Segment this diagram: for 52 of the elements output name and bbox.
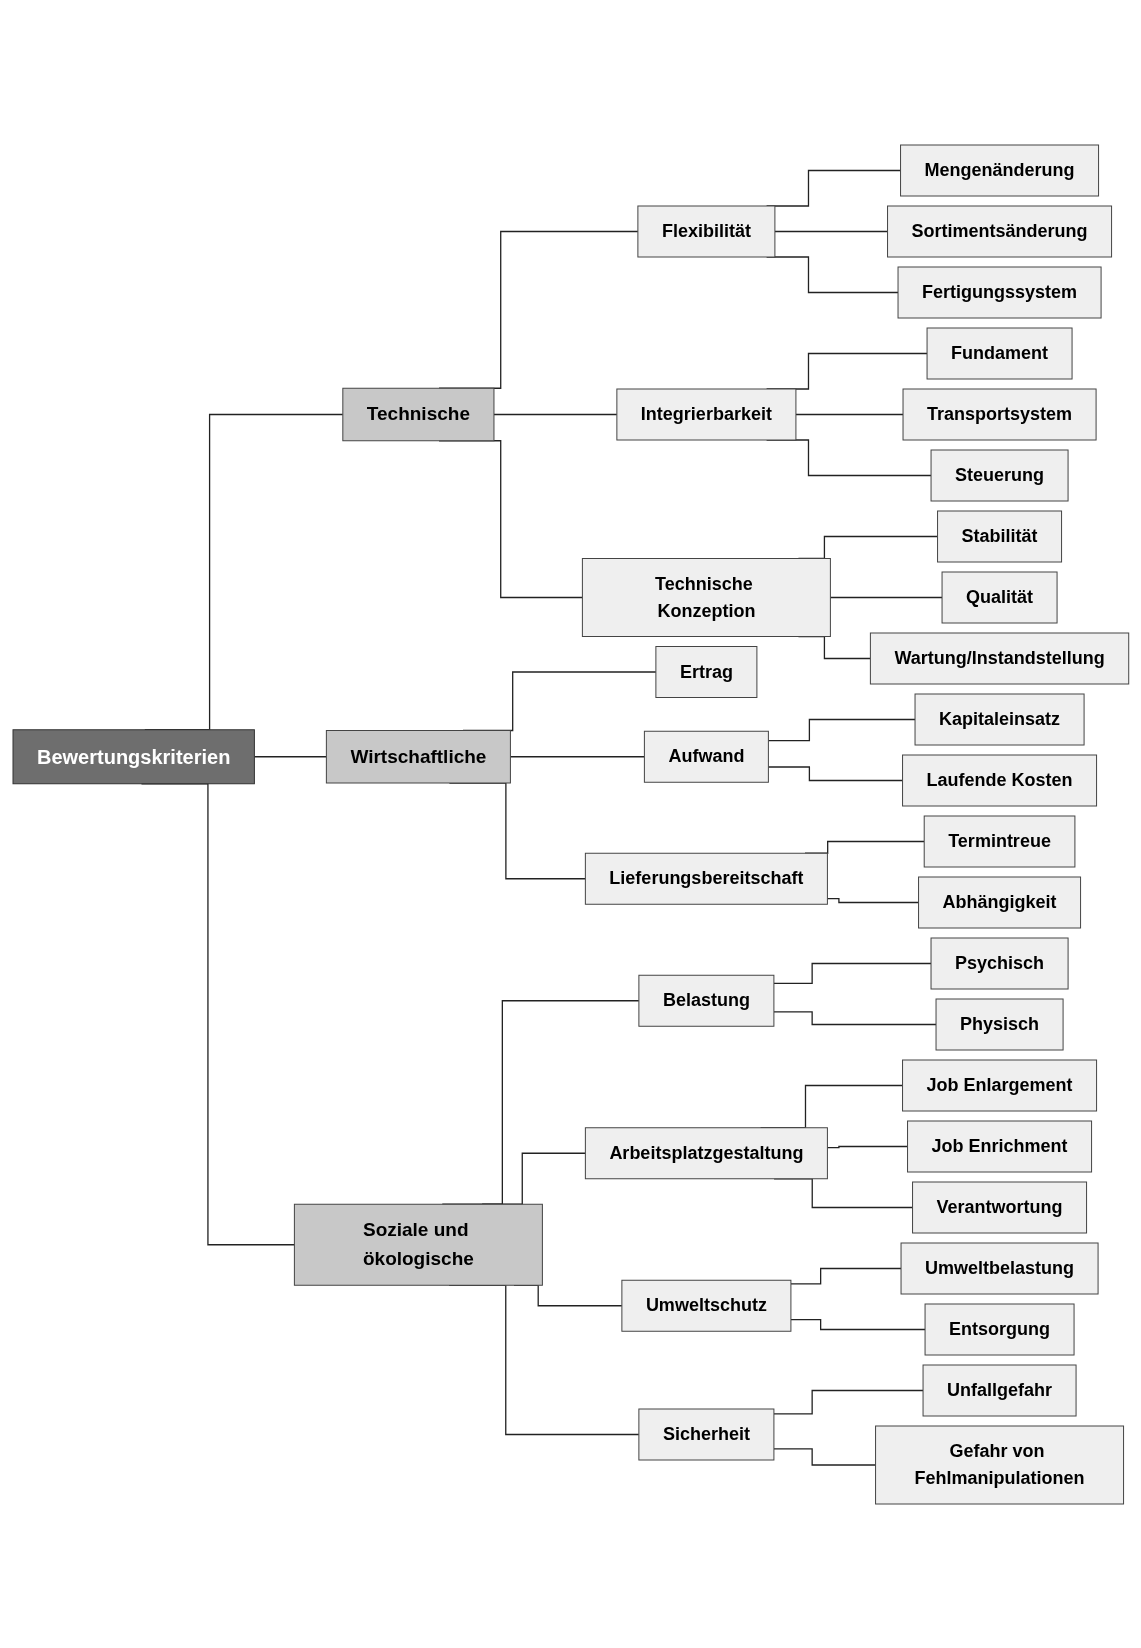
connector	[772, 1447, 876, 1466]
connector	[767, 765, 903, 781]
node-box: Steuerung	[930, 449, 1069, 501]
connector	[492, 413, 618, 415]
node-box: Belastung	[638, 974, 775, 1027]
node-box: Abhängigkeit	[917, 876, 1081, 928]
node-box: Wartung/Instandstellung	[869, 632, 1129, 684]
node-box: Lieferungsbereitschaft	[584, 852, 828, 905]
connector	[773, 230, 888, 232]
node-box: Umweltbelastung	[900, 1242, 1099, 1294]
node-box: Kapitaleinsatz	[914, 693, 1085, 745]
node-box: Termintreue	[923, 815, 1076, 867]
node-box: Entsorgung	[924, 1303, 1075, 1355]
node-box: Ertrag	[655, 645, 758, 698]
connector	[772, 1010, 937, 1025]
connector	[509, 755, 645, 757]
node-box: Physisch	[935, 998, 1064, 1050]
node-box: Fundament	[926, 327, 1073, 379]
node-box: Job Enrichment	[906, 1120, 1092, 1172]
node-box: Psychisch	[930, 937, 1069, 989]
node-box: Gefahr von Fehlmanipulationen	[874, 1425, 1124, 1504]
connector	[772, 962, 932, 984]
connector	[253, 755, 327, 757]
connector	[829, 596, 943, 598]
connector	[826, 897, 919, 903]
node-box: Flexibilität	[637, 205, 776, 257]
node-box: Stabilität	[936, 510, 1062, 562]
node-box: Arbeitsplatzgestaltung	[584, 1126, 828, 1179]
connector	[794, 413, 904, 415]
connector	[767, 718, 916, 741]
node-box: Verantwortung	[911, 1181, 1087, 1233]
node-box: Sicherheit	[638, 1408, 775, 1460]
node-box: Fertigungssystem	[897, 266, 1102, 318]
node-box: Mengenänderung	[899, 144, 1099, 196]
node-box: Unfallgefahr	[922, 1364, 1077, 1416]
node-box: Laufende Kosten	[901, 754, 1097, 806]
node-box: Soziale und ökologische	[293, 1203, 543, 1286]
connector	[772, 1389, 924, 1414]
node-box: Technische	[341, 387, 495, 441]
node-box: Aufwand	[643, 730, 769, 783]
node-box: Integrierbarkeit	[616, 388, 797, 440]
node-box: Job Enlargement	[901, 1059, 1097, 1111]
connector	[826, 1145, 908, 1148]
node-box: Bewertungskriterien	[12, 728, 255, 784]
node-box: Sortimentsänderung	[886, 205, 1112, 257]
node-box: Umweltschutz	[621, 1279, 792, 1332]
node-box: Qualität	[941, 571, 1058, 623]
node-box: Wirtschaftliche	[325, 729, 511, 783]
connector	[789, 1318, 926, 1330]
node-box: Technische Konzeption	[581, 557, 831, 637]
node-box: Transportsystem	[902, 388, 1097, 440]
connector	[789, 1267, 902, 1285]
